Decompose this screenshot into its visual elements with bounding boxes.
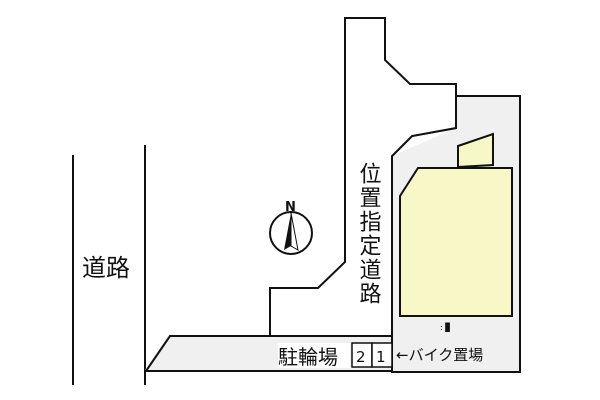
- bike-area-label: ←バイク置場: [396, 346, 483, 364]
- bicycle-parking-label: 駐輪場: [278, 345, 338, 369]
- small-building: [457, 132, 494, 169]
- compass-needle-right: [290, 212, 299, 251]
- designated-road-label: 位置指定道路: [356, 162, 382, 306]
- bicycle-parking-box: [278, 343, 350, 368]
- bike-slot-1-label: 1: [376, 348, 386, 366]
- north-arrow: N: [269, 200, 313, 255]
- tiny-mark: : ▊: [440, 322, 451, 332]
- bike-slot-2-label: 2: [356, 348, 366, 366]
- main-building: [399, 167, 513, 317]
- compass-needle-left: [284, 213, 291, 250]
- designated-road-area: [269, 17, 457, 337]
- road-label: 道路: [82, 254, 130, 282]
- bike-slot-1: [371, 342, 393, 368]
- north-label: N: [285, 200, 296, 215]
